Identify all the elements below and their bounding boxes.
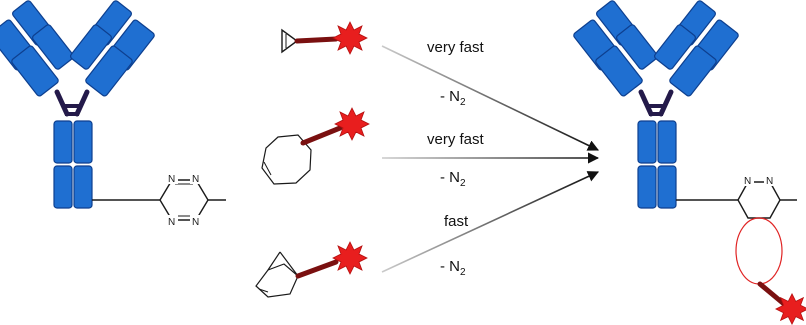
arrow-reaction-1 [381, 45, 600, 151]
cyclopropene-fluorophore [281, 21, 368, 55]
tetrazine-atom-n4: N [192, 217, 199, 228]
byproduct-label-2: - N2 [440, 169, 466, 189]
fused-ring-outline [735, 217, 783, 285]
reaction-arrows [381, 45, 600, 273]
antibody-tetrazine-conjugate: N N N N [0, 0, 226, 228]
antibody-pyridazine-fluorophore-conjugate: N N [573, 0, 806, 325]
fluorophore-star-icon [332, 241, 368, 275]
linker [757, 281, 787, 307]
rate-label-2: very fast [427, 131, 485, 148]
norbornene-fluorophore [255, 241, 368, 298]
rate-label-1: very fast [427, 39, 485, 56]
arrow-reaction-3 [381, 171, 600, 273]
fluorophore-star-icon [334, 107, 370, 141]
linker [300, 125, 343, 146]
linker [295, 259, 339, 279]
fluorophore-star-icon [332, 21, 368, 55]
trans-cyclooctene-fluorophore [261, 107, 370, 185]
product-atom-n2: N [766, 176, 773, 187]
pyridazine-ring: N N [737, 174, 797, 219]
tetrazine-ring: N N N N [159, 172, 226, 228]
tetrazine-atom-n3: N [168, 217, 175, 228]
tetrazine-atom-n1: N [168, 174, 175, 185]
linker [294, 36, 339, 44]
byproduct-label-1: - N2 [440, 88, 466, 108]
product-atom-n1: N [744, 176, 751, 187]
byproduct-label-3: - N2 [440, 258, 466, 278]
rate-label-3: fast [444, 213, 469, 230]
tetrazine-atom-n2: N [192, 174, 199, 185]
